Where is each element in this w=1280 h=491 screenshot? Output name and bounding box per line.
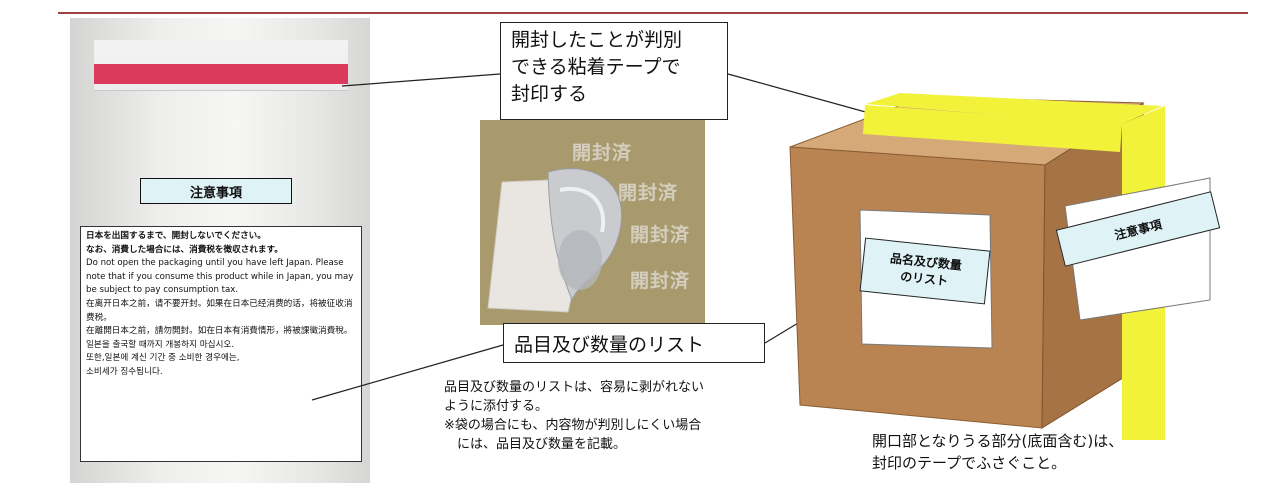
opening-seal-note: 開口部となりうる部分(底面含む)は、 封印のテープでふさぐこと。 bbox=[872, 432, 1124, 472]
notice-english: Do not open the packaging until you have… bbox=[86, 258, 354, 296]
leader-bag-to-seal bbox=[341, 73, 501, 87]
peeled-tape-graphic bbox=[487, 168, 622, 313]
notice-korean: 일본을 출국할 때까지 개봉하지 마십시오. 또한,일본에 계신 기간 중 소비… bbox=[86, 339, 240, 377]
tape-sealed-text: 開封済 bbox=[572, 142, 633, 164]
bag-adhesive-strip bbox=[94, 64, 348, 84]
bag-notice-text: 日本を出国するまで、開封しないでください。 なお、消費した場合には、消費税を徴収… bbox=[80, 226, 362, 462]
tape-sealed-text: 開封済 bbox=[618, 182, 679, 204]
list-attachment-description: 品目及び数量のリストは、容易に剥がれない ように添付する。 ※袋の場合にも、内容… bbox=[444, 380, 705, 452]
tamper-tape-photo: 開封済 開封済 開封済 開封済 bbox=[480, 120, 705, 325]
seal-tape-callout: 開封したことが判別 できる粘着テープで 封印する bbox=[500, 22, 728, 120]
notice-chinese-traditional: 在離開日本之前，請勿開封。如在日本有消費情形，將被課徵消費稅。 bbox=[86, 326, 353, 337]
leader-seal-to-box bbox=[727, 73, 881, 117]
notice-chinese-simplified: 在离开日本之前，请不要开封。如果在日本已经消费的话，将被征收消费税。 bbox=[86, 298, 353, 323]
tape-edge bbox=[863, 105, 1122, 152]
tape-sealed-text: 開封済 bbox=[630, 270, 691, 292]
bag-notice-label: 注意事項 bbox=[140, 178, 292, 204]
tape-sealed-text: 開封済 bbox=[630, 224, 691, 246]
item-list-callout: 品目及び数量のリスト bbox=[503, 323, 765, 363]
notice-japanese: 日本を出国するまで、開封しないでください。 なお、消費した場合には、消費税を徴収… bbox=[86, 231, 283, 255]
top-rule bbox=[58, 12, 1248, 14]
leader-bag-to-list bbox=[311, 344, 504, 401]
top-tape bbox=[866, 93, 1162, 125]
